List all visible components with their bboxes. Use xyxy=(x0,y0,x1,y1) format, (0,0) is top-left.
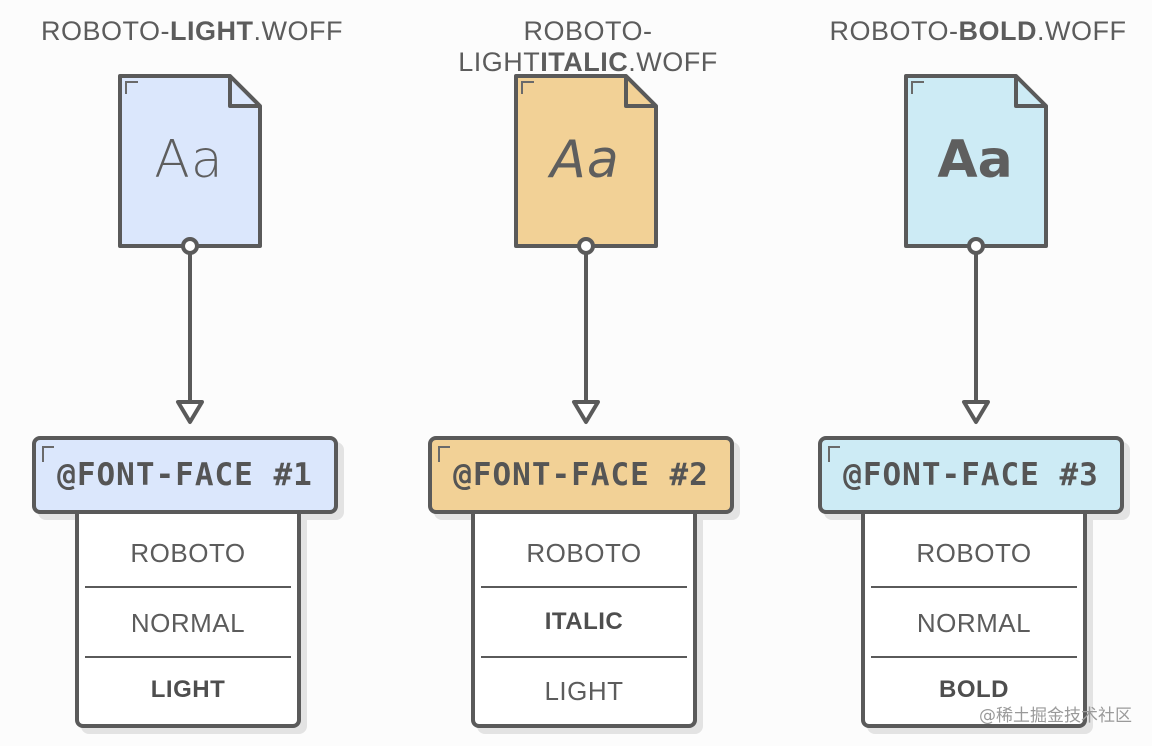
font-style-value: NORMAL xyxy=(916,608,1032,638)
font-face-properties: ROBOTO NORMAL BOLD xyxy=(861,514,1087,728)
font-weight-value: BOLD xyxy=(939,676,1009,703)
font-face-label: @FONT-FACE #2 xyxy=(453,457,709,493)
font-column-1: ROBOTO-LIGHT.WOFF Aa @FONT-FACE #1 ROBOT… xyxy=(0,0,384,746)
file-name: ROBOTO-BOLD.WOFF xyxy=(829,16,1127,46)
font-face-label: @FONT-FACE #3 xyxy=(843,457,1099,493)
font-sample: Aa xyxy=(550,130,620,190)
font-style-value: NORMAL xyxy=(130,608,246,638)
font-file-icon: Aa xyxy=(902,72,1052,256)
font-column-2: ROBOTO-LIGHTITALIC.WOFF Aa @FONT-FACE #2… xyxy=(396,0,780,746)
font-face-header: @FONT-FACE #1 xyxy=(32,436,338,514)
font-file-icon: Aa xyxy=(512,72,662,256)
arrow-down-icon xyxy=(962,237,990,424)
font-face-header: @FONT-FACE #3 xyxy=(818,436,1124,514)
font-face-header: @FONT-FACE #2 xyxy=(428,436,734,514)
file-name: ROBOTO-LIGHTITALIC.WOFF xyxy=(458,16,718,77)
file-name: ROBOTO-LIGHT.WOFF xyxy=(41,16,343,46)
font-weight-value: LIGHT xyxy=(544,676,624,706)
font-family-value: ROBOTO xyxy=(526,538,642,568)
font-file-icon: Aa xyxy=(116,72,266,256)
arrow-down-icon xyxy=(176,237,204,424)
font-style-value: ITALIC xyxy=(544,608,624,635)
font-family-value: ROBOTO xyxy=(916,538,1032,568)
font-family-value: ROBOTO xyxy=(130,538,246,568)
font-face-label: @FONT-FACE #1 xyxy=(57,457,313,493)
font-sample: Aa xyxy=(154,130,224,190)
font-weight-value: LIGHT xyxy=(150,676,226,703)
arrow-down-icon xyxy=(572,237,600,424)
font-sample: Aa xyxy=(937,130,1013,190)
font-face-properties: ROBOTO ITALIC LIGHT xyxy=(471,514,697,728)
font-face-properties: ROBOTO NORMAL LIGHT xyxy=(75,514,301,728)
font-column-3: ROBOTO-BOLD.WOFF Aa @FONT-FACE #3 ROBOTO… xyxy=(786,0,1152,746)
watermark: @稀土掘金技术社区 xyxy=(979,706,1132,726)
